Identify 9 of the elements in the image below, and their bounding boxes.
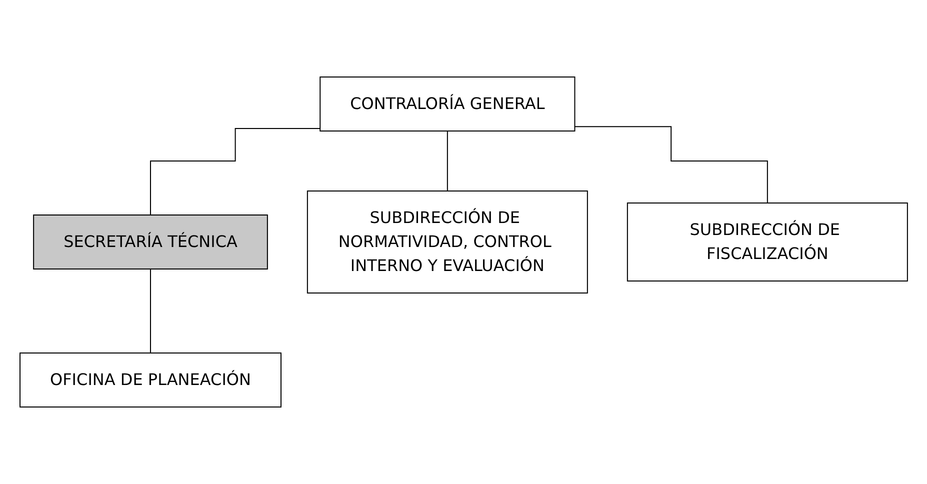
node-box: OFICINA DE PLANEACIÓN bbox=[19, 352, 282, 408]
connector bbox=[574, 126, 768, 204]
node-box: SECRETARÍA TÉCNICA bbox=[32, 214, 268, 270]
node-box: SUBDIRECCIÓN DE NORMATIVIDAD, CONTROL INTERNO Y EVALUACIÓN bbox=[306, 190, 588, 294]
connector bbox=[150, 268, 151, 354]
connector bbox=[150, 128, 320, 216]
connector bbox=[446, 130, 448, 192]
node-box: SUBDIRECCIÓN DE FISCALIZACIÓN bbox=[626, 202, 908, 282]
node-box: CONTRALORÍA GENERAL bbox=[319, 76, 576, 132]
